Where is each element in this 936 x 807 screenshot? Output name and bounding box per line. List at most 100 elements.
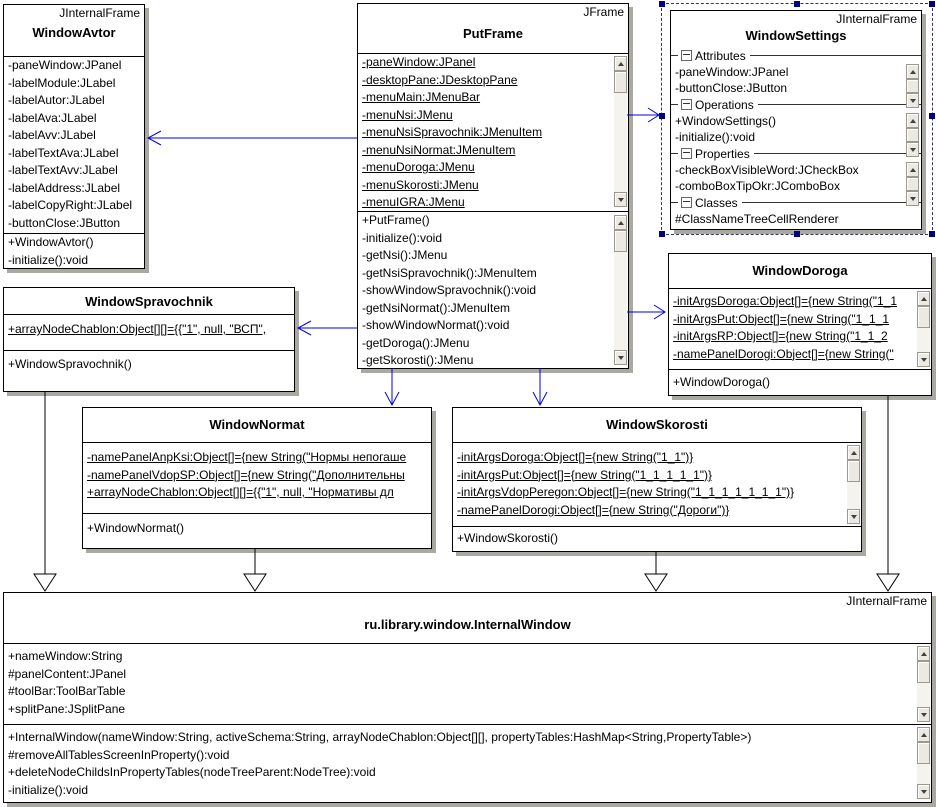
scroll-down-button[interactable] — [917, 352, 930, 367]
vertical-scrollbar[interactable] — [917, 291, 930, 367]
vertical-scrollbar[interactable] — [614, 56, 627, 207]
attribute-row[interactable]: -labelAva:JLabel — [8, 110, 97, 125]
scrollbar-thumb[interactable] — [614, 71, 627, 93]
scrollbar-thumb[interactable] — [917, 742, 930, 764]
association-putframe-to-windowspravochnik[interactable] — [296, 320, 357, 336]
property-row[interactable]: -checkBoxVisibleWord:JCheckBox — [675, 163, 859, 177]
operation-row[interactable]: -getDoroga():JMenu — [362, 335, 470, 350]
generalization-windowspravochnik-to-internalwindow[interactable] — [33, 391, 57, 592]
scrollbar-thumb[interactable] — [917, 306, 930, 328]
collapse-icon[interactable] — [681, 99, 692, 110]
class-putframe[interactable]: JFrame PutFrame -paneWindow:JPanel -desk… — [357, 3, 629, 369]
attribute-row[interactable]: +nameWindow:String — [8, 649, 123, 663]
generalization-windownormat-to-internalwindow[interactable] — [243, 548, 267, 592]
scroll-up-button[interactable] — [614, 56, 627, 71]
scroll-up-button[interactable] — [906, 162, 919, 177]
attribute-row[interactable]: -initArgsVdopPeregon:Object[]={new Strin… — [457, 485, 795, 499]
vertical-scrollbar[interactable] — [906, 64, 919, 108]
group-header[interactable]: Attributes — [671, 47, 921, 64]
vertical-scrollbar[interactable] — [906, 162, 919, 206]
scroll-up-button[interactable] — [917, 646, 930, 661]
scrollbar-thumb[interactable] — [917, 661, 930, 683]
property-row[interactable]: -comboBoxTipOkr:JComboBox — [675, 179, 840, 193]
association-putframe-to-windownormat[interactable] — [384, 368, 400, 407]
scroll-down-button[interactable] — [906, 142, 919, 157]
group-header[interactable]: Classes — [671, 194, 921, 211]
collapse-icon[interactable] — [681, 197, 692, 208]
association-putframe-to-windowskorosti[interactable] — [532, 368, 548, 407]
operation-row[interactable]: +WindowNormat() — [87, 521, 185, 535]
operation-row[interactable]: -showWindowNormat():void — [362, 318, 510, 332]
selection-handle[interactable] — [794, 231, 800, 237]
attribute-row[interactable]: -labelAvv:JLabel — [8, 128, 96, 142]
operation-row[interactable]: +WindowSkorosti() — [457, 531, 559, 545]
scroll-down-button[interactable] — [906, 191, 919, 206]
scrollbar-thumb[interactable] — [906, 177, 919, 191]
operation-row[interactable]: #removeAllTablesScreenInProperty():void — [8, 747, 230, 762]
attribute-row[interactable]: -menuNsi:JMenu — [362, 107, 453, 122]
class-internalwindow[interactable]: JInternalFrame ru.library.window.Interna… — [3, 592, 932, 803]
operation-row[interactable]: -getNsiSpravochnik():JMenuItem — [362, 265, 537, 280]
scroll-up-button[interactable] — [906, 64, 919, 79]
attribute-row[interactable]: -namePanelAnpKsi:Object[]={new String("Н… — [87, 450, 407, 464]
scrollbar-track[interactable] — [614, 252, 627, 350]
vertical-scrollbar[interactable] — [906, 113, 919, 157]
operation-row[interactable]: -initialize():void — [8, 252, 89, 267]
vertical-scrollbar[interactable] — [847, 445, 860, 524]
attribute-row[interactable]: +arrayNodeChablon:Object[][]={{"1", null… — [8, 322, 267, 336]
attribute-row[interactable]: -buttonClose:JButton — [8, 215, 121, 230]
class-windowavtor[interactable]: JInternalFrame WindowAvtor -paneWindow:J… — [3, 4, 145, 269]
selection-handle[interactable] — [929, 231, 935, 237]
scroll-down-button[interactable] — [906, 93, 919, 108]
collapse-icon[interactable] — [681, 148, 692, 159]
group-header[interactable]: Operations — [671, 96, 921, 113]
operation-row[interactable]: +PutFrame() — [362, 213, 430, 227]
operation-row[interactable]: -getNsiNormat():JMenuItem — [362, 300, 511, 315]
attribute-row[interactable]: -labelModule:JLabel — [8, 75, 116, 90]
attribute-row[interactable]: +arrayNodeChablon:Object[][]={{"1", null… — [87, 485, 394, 499]
group-header[interactable]: Properties — [671, 145, 921, 162]
attribute-row[interactable]: -menuNsiSpravochnik:JMenuItem — [362, 125, 543, 139]
class-row[interactable]: #ClassNameTreeCellRenderer — [675, 212, 839, 226]
attribute-row[interactable]: -labelAutor:JLabel — [8, 93, 105, 107]
scrollbar-track[interactable] — [847, 482, 860, 509]
attribute-row[interactable]: -menuDoroga:JMenu — [362, 160, 475, 174]
operation-row[interactable]: +deleteNodeChildsInPropertyTables(nodeTr… — [8, 765, 376, 779]
attribute-row[interactable]: -initArgsPut:Object[]={new String("1_1_1… — [457, 467, 712, 482]
scroll-up-button[interactable] — [614, 215, 627, 230]
association-putframe-to-windowdoroga[interactable] — [627, 304, 666, 320]
class-windownormat[interactable]: WindowNormat -namePanelAnpKsi:Object[]={… — [82, 407, 432, 549]
attribute-row[interactable]: -menuSkorosti:JMenu — [362, 177, 479, 192]
attribute-row[interactable]: -initArgsPut:Object[]={new String("1_1_1 — [673, 311, 890, 326]
scroll-up-button[interactable] — [917, 291, 930, 306]
operation-row[interactable]: -initialize():void — [675, 130, 756, 144]
scrollbar-track[interactable] — [917, 683, 930, 707]
association-putframe-to-windowavtor[interactable] — [146, 130, 357, 146]
operation-row[interactable]: -getNsi():JMenu — [362, 248, 448, 262]
selection-handle[interactable] — [929, 113, 935, 119]
vertical-scrollbar[interactable] — [917, 646, 930, 722]
scrollbar-thumb[interactable] — [906, 128, 919, 142]
operation-row[interactable]: +WindowSpravochnik() — [8, 357, 132, 371]
operation-row[interactable]: +WindowSettings() — [675, 114, 777, 128]
vertical-scrollbar[interactable] — [917, 727, 930, 799]
attribute-row[interactable]: -namePanelVdopSP:Object[]={new String("Д… — [87, 467, 405, 482]
association-putframe-to-windowsettings[interactable] — [627, 107, 660, 123]
attribute-row[interactable]: #panelContent:JPanel — [8, 666, 127, 681]
attribute-row[interactable]: -desktopPane:JDesktopPane — [362, 72, 518, 87]
scroll-up-button[interactable] — [847, 445, 860, 460]
scroll-down-button[interactable] — [917, 707, 930, 722]
operation-row[interactable]: +WindowAvtor() — [8, 235, 94, 249]
scroll-down-button[interactable] — [847, 509, 860, 524]
operation-row[interactable]: -initialize():void — [8, 782, 89, 797]
scrollbar-thumb[interactable] — [906, 79, 919, 93]
scrollbar-track[interactable] — [917, 764, 930, 784]
operation-row[interactable]: -initialize():void — [362, 230, 443, 245]
attribute-row[interactable]: -namePanelDorogi:Object[]={new String(" — [673, 346, 894, 361]
class-windowskorosti[interactable]: WindowSkorosti -initArgsDoroga:Object[]=… — [452, 407, 862, 552]
generalization-windowdoroga-to-internalwindow[interactable] — [876, 395, 900, 592]
attribute-row[interactable]: -namePanelDorogi:Object[]={new String("Д… — [457, 502, 730, 517]
selection-handle[interactable] — [794, 1, 800, 7]
selection-handle[interactable] — [659, 113, 665, 119]
